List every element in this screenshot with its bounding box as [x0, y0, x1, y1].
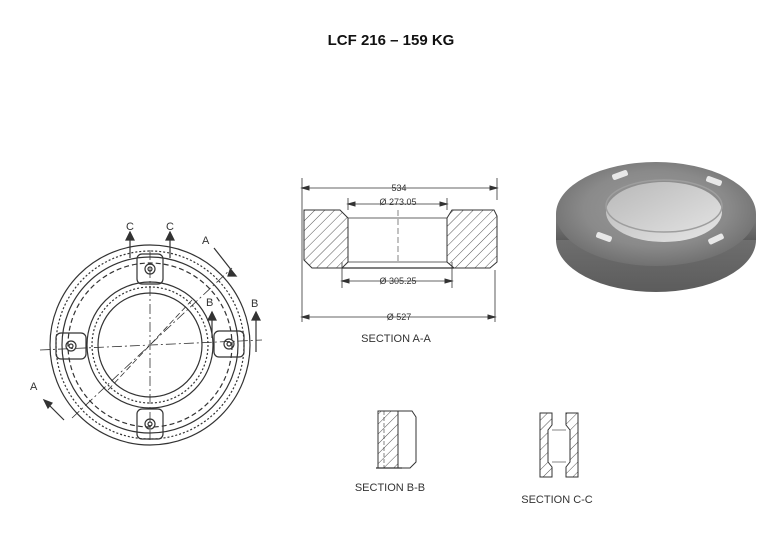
dim-273-05: Ø 273.05 [379, 197, 416, 207]
section-b-arrows [207, 310, 261, 352]
product-photo [556, 162, 756, 292]
caption-section-a-a: SECTION A-A [361, 333, 431, 345]
dim-305-25: Ø 305.25 [379, 276, 416, 286]
section-line-b-b [107, 299, 193, 391]
plan-view [39, 230, 263, 446]
dim-527: Ø 527 [387, 312, 412, 322]
dim-line-305 [340, 278, 454, 284]
dim-line-534 [300, 185, 499, 191]
plan-view-labels: C C A A B B [30, 221, 258, 393]
dim-line-273 [346, 201, 449, 207]
lug-left [55, 332, 87, 360]
label-a-top: A [202, 235, 210, 247]
label-a-bottom: A [30, 381, 38, 393]
outer-ring [49, 244, 251, 446]
caption-section-c-c: SECTION C-C [521, 494, 593, 506]
slot-right [708, 233, 724, 245]
label-b-inner: B [206, 297, 213, 309]
caption-section-b-b: SECTION B-B [355, 482, 425, 494]
label-c-left: C [126, 221, 134, 233]
label-b-outer: B [251, 298, 258, 310]
slot-left [596, 232, 612, 242]
drawing-title: LCF 216 – 159 KG [327, 32, 455, 49]
slot-right-top [706, 176, 722, 186]
dim-line-527 [300, 314, 497, 320]
section-a-a [300, 178, 499, 322]
section-c-arrows [125, 230, 175, 258]
lug-bottom [136, 408, 164, 440]
lug-right [213, 330, 245, 358]
section-a-right-wall [446, 209, 498, 269]
label-c-right: C [166, 221, 174, 233]
section-a-a-labels: 534 Ø 273.05 Ø 305.25 Ø 527 SECTION A-A [361, 183, 431, 345]
slot-top [612, 170, 628, 180]
section-c-c [539, 412, 579, 478]
section-b-b [376, 410, 417, 469]
section-a-arrows [42, 247, 238, 421]
section-a-left-wall [303, 209, 349, 269]
ring-bore [606, 182, 722, 242]
dim-534: 534 [391, 183, 406, 193]
lug-top [136, 253, 164, 285]
